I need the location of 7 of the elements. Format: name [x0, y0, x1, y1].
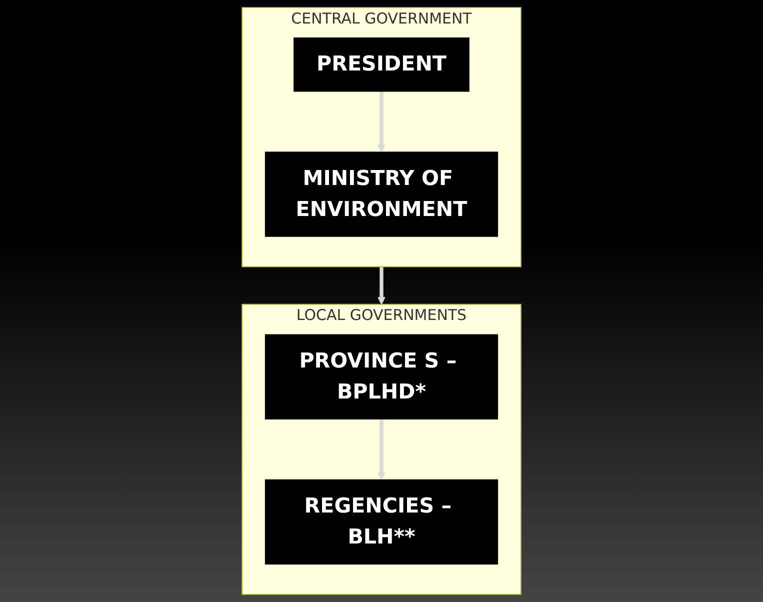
node-box: PROVINCE S – BPLHD*: [264, 334, 498, 420]
arrow: [377, 266, 386, 305]
node-box: REGENCIES – BLH**: [264, 479, 498, 565]
arrow: [377, 418, 386, 480]
node-box: PRESIDENT: [294, 37, 470, 92]
node-box: MINISTRY OF ENVIRONMENT: [264, 152, 498, 237]
arrow: [377, 91, 386, 153]
